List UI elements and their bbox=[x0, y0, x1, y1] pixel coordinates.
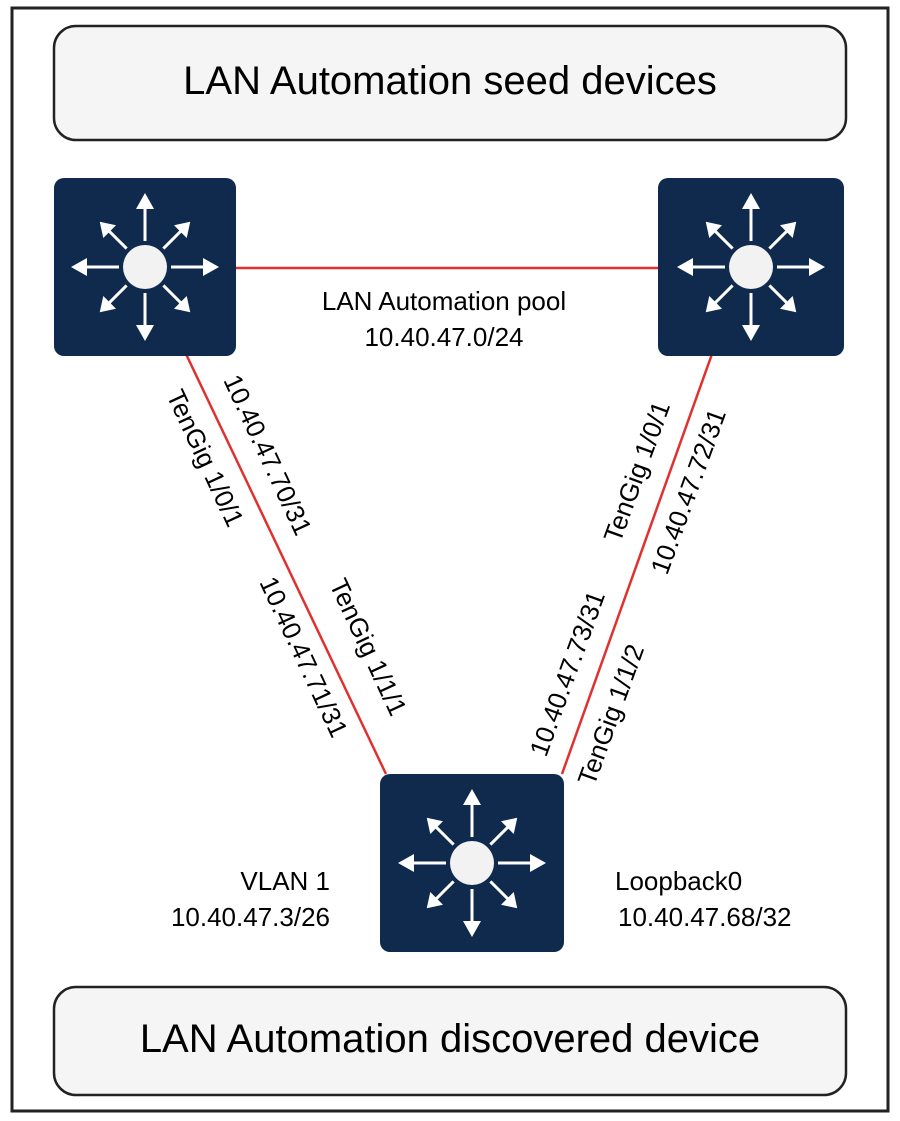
outer-frame bbox=[10, 6, 890, 1113]
seed-devices-banner-text: LAN Automation seed devices bbox=[183, 59, 717, 103]
loopback-ip-label: 10.40.47.68/32 bbox=[618, 902, 792, 932]
discovered-device-banner: LAN Automation discovered device bbox=[52, 985, 848, 1097]
seed-switch-left bbox=[54, 178, 236, 356]
vlan-name-label: VLAN 1 bbox=[240, 866, 330, 896]
right-seed-to-discovered-link bbox=[560, 353, 714, 775]
discovered-switch bbox=[380, 774, 564, 952]
vlan-ip-label: 10.40.47.3/26 bbox=[171, 902, 330, 932]
seed-switch-right bbox=[658, 178, 844, 356]
left-seed-to-discovered-link bbox=[184, 353, 388, 775]
pool-subnet: 10.40.47.0/24 bbox=[364, 322, 523, 352]
loopback-name-label: Loopback0 bbox=[615, 866, 742, 896]
seed-devices-banner: LAN Automation seed devices bbox=[52, 24, 848, 142]
pool-label: LAN Automation pool bbox=[322, 286, 566, 316]
discovered-device-banner-text: LAN Automation discovered device bbox=[140, 1017, 760, 1061]
